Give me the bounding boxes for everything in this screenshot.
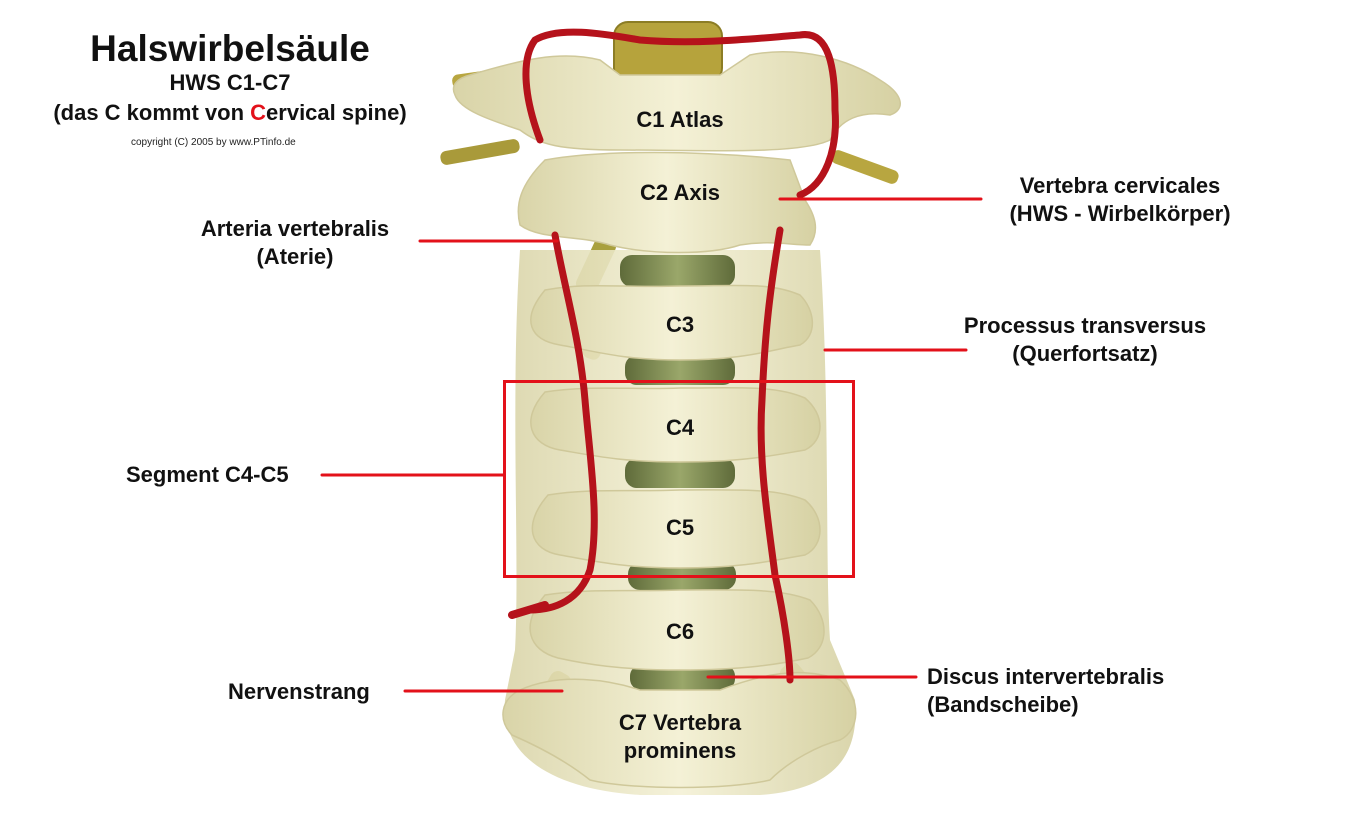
label-nervenstrang: Nervenstrang [228, 679, 370, 704]
label-arteria-vertebralis: Arteria vertebralis (Aterie) [180, 215, 410, 271]
artery-stub [508, 601, 549, 619]
label-discus-intervertebralis: Discus intervertebralis (Bandscheibe) [927, 663, 1164, 719]
vertebra-c1 [452, 51, 901, 152]
subtitle-note: (das C kommt von Cervical spine) [0, 100, 460, 126]
label-c2: C2 Axis [640, 180, 720, 205]
vertebra-c3 [530, 284, 814, 361]
label-processus-line2: (Querfortsatz) [1012, 341, 1158, 366]
label-discus-line2: (Bandscheibe) [927, 692, 1079, 717]
vertebra-c7 [502, 671, 857, 789]
label-processus-line1: Processus transversus [963, 313, 1207, 338]
note-suffix: ervical spine) [266, 100, 407, 125]
label-c7: C7 Vertebra prominens [590, 709, 770, 765]
intervertebral-discs [620, 255, 736, 690]
label-c7-line2: prominens [623, 738, 737, 763]
label-c6: C6 [665, 619, 695, 644]
vertebra-c6 [529, 589, 825, 671]
segment-c4-c5-box [503, 380, 855, 578]
label-c5: C5 [665, 515, 695, 540]
vertebral-arteries [522, 28, 839, 684]
vertebra-c2 [517, 151, 817, 254]
label-segment: Segment C4-C5 [126, 462, 289, 487]
note-prefix: (das C kommt von [53, 100, 251, 125]
subtitle: HWS C1-C7 [169, 70, 291, 95]
label-c7-line1: C7 Vertebra [618, 710, 742, 735]
copyright-note: copyright (C) 2005 by www.PTinfo.de [131, 137, 296, 148]
label-c3: C3 [665, 312, 695, 337]
label-processus-transversus: Processus transversus (Querfortsatz) [945, 312, 1225, 368]
label-vertebra-line2: (HWS - Wirbelkörper) [1009, 201, 1231, 226]
page-title: Halswirbelsäule [90, 28, 370, 69]
label-c1: C1 Atlas [636, 107, 724, 132]
label-c4: C4 [665, 415, 695, 440]
note-accent-letter: C [250, 100, 267, 125]
label-arteria-line1: Arteria vertebralis [200, 216, 390, 241]
label-discus-line1: Discus intervertebralis [927, 664, 1165, 689]
label-vertebra-cervicales: Vertebra cervicales (HWS - Wirbelkörper) [985, 172, 1255, 228]
vertebra-c4 [530, 386, 821, 463]
label-vertebra-line1: Vertebra cervicales [1019, 173, 1221, 198]
label-arteria-line2: (Aterie) [256, 244, 334, 269]
vertebra-c5 [531, 489, 821, 569]
